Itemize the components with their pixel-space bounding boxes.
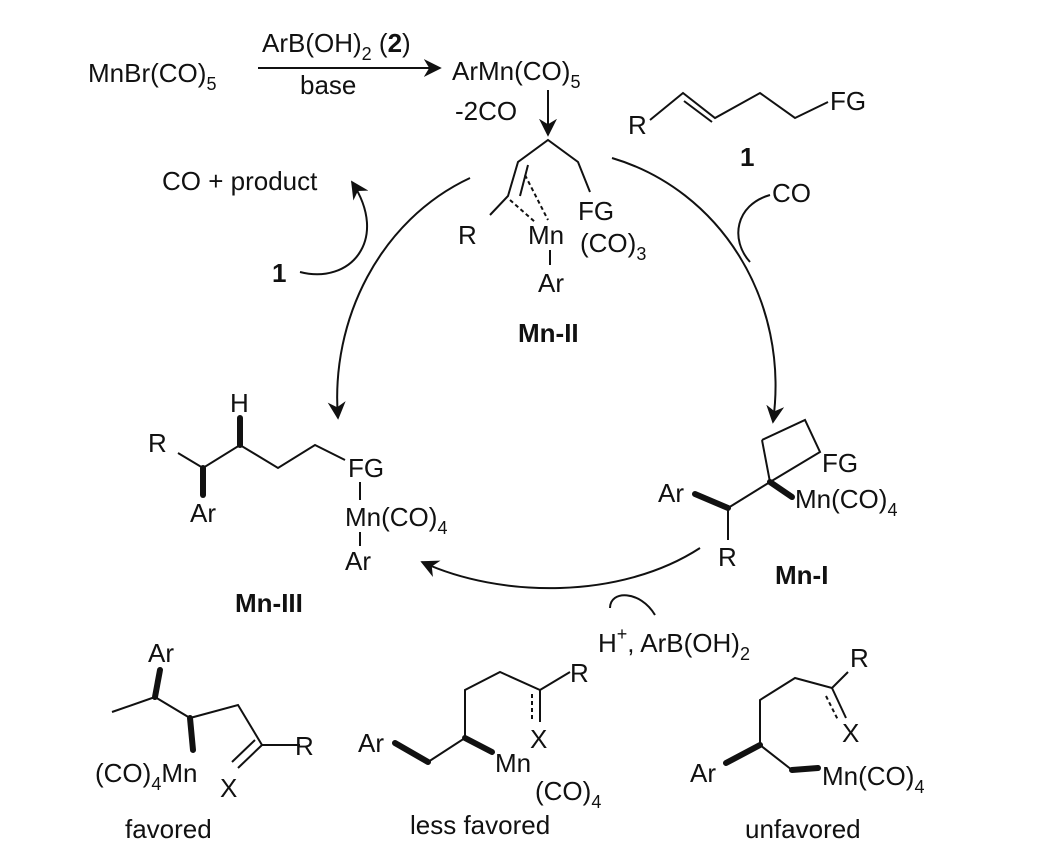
less-favored-r: R [570,658,589,688]
favored-mn: (CO)4Mn [95,758,197,794]
less-favored-mn: Mn [495,748,531,778]
unfavored-dashed [825,695,839,721]
substrate-fg: FG [830,86,866,116]
mn2-mn: Mn [528,220,564,250]
less-favored-label: less favored [410,810,550,840]
co-product: CO + product [162,166,318,196]
mn3-ar: Ar [190,498,216,528]
mn3-fg: FG [348,453,384,483]
mn1-fg: FG [822,448,858,478]
arrow-reagent: ArB(OH)2 (2) [262,28,411,64]
favored-wedge [152,667,163,700]
unfavored-ar: Ar [690,758,716,788]
less-favored-co: (CO)4 [535,776,601,812]
product-out-arrow [299,180,369,276]
mn1-ar: Ar [658,478,684,508]
favored-ar: Ar [148,638,174,668]
mn2-dashed-bond [509,199,536,223]
less-favored-wedge-mn [462,735,495,755]
unfavored-chain [759,671,849,772]
co-loss: -2CO [455,96,517,126]
substrate-chain [649,91,829,121]
proton-arrow [609,594,656,616]
unfavored-r: R [850,643,869,673]
substrate-label: 1 [740,142,754,172]
mn2-dashed-bond [524,174,549,221]
mn2-label: Mn-II [518,318,579,348]
mn2-ar: Ar [538,268,564,298]
mn1-ring [761,418,822,484]
favored-bond-x [237,744,263,769]
unfavored-x: X [842,718,859,748]
cycle-arrow-right [611,157,785,424]
mn2-chain [489,138,591,216]
double-bond [683,100,713,123]
arrow-base: base [300,70,356,100]
mn1-wedge [767,479,795,500]
mn1-bond [727,481,771,509]
favored-r: R [295,731,314,761]
less-favored-x: X [530,724,547,754]
unfavored-wedge-mn [789,765,821,773]
favored-label: favored [125,814,212,844]
armn-co5: ArMn(CO)5 [452,56,580,92]
favored-x: X [220,773,237,803]
less-favored-ar: Ar [358,728,384,758]
substrate-r: R [628,110,647,140]
substrate-in-label: 1 [272,258,286,288]
mn3-mn: Mn(CO)4 [345,502,447,538]
protonation-text: H+, ArB(OH)2 [598,624,750,664]
cycle-arrow-left [327,177,471,420]
co-in: CO [772,178,811,208]
mn3-label: Mn-III [235,588,303,618]
mn2-r: R [458,220,477,250]
favored-chain [111,695,300,746]
co-in-arrow [737,194,771,263]
less-favored-chain [427,670,571,763]
mn3-r: R [148,428,167,458]
cycle-arrow-bottom [420,547,701,590]
mn2-double-bond [519,164,529,197]
favored-wedge-mn [187,715,196,753]
mn1-wedge-ar [692,491,731,511]
mn3-chain [177,443,346,470]
favored-double [231,739,256,763]
unfavored-bond [831,687,847,719]
mn2-fg: FG [578,196,614,226]
reagent-mnbr: MnBr(CO)5 [88,58,216,94]
less-favored-wedge [392,740,431,765]
unfavored-label: unfavored [745,814,861,844]
mn3-h: H [230,388,249,418]
mn1-mn: Mn(CO)4 [795,484,897,520]
unfavored-mn: Mn(CO)4 [822,761,924,797]
mn2-co: (CO)3 [580,228,646,264]
mn1-r: R [718,542,737,572]
mn3-ar2: Ar [345,546,371,576]
unfavored-wedge [723,742,763,766]
mn1-label: Mn-I [775,560,828,590]
